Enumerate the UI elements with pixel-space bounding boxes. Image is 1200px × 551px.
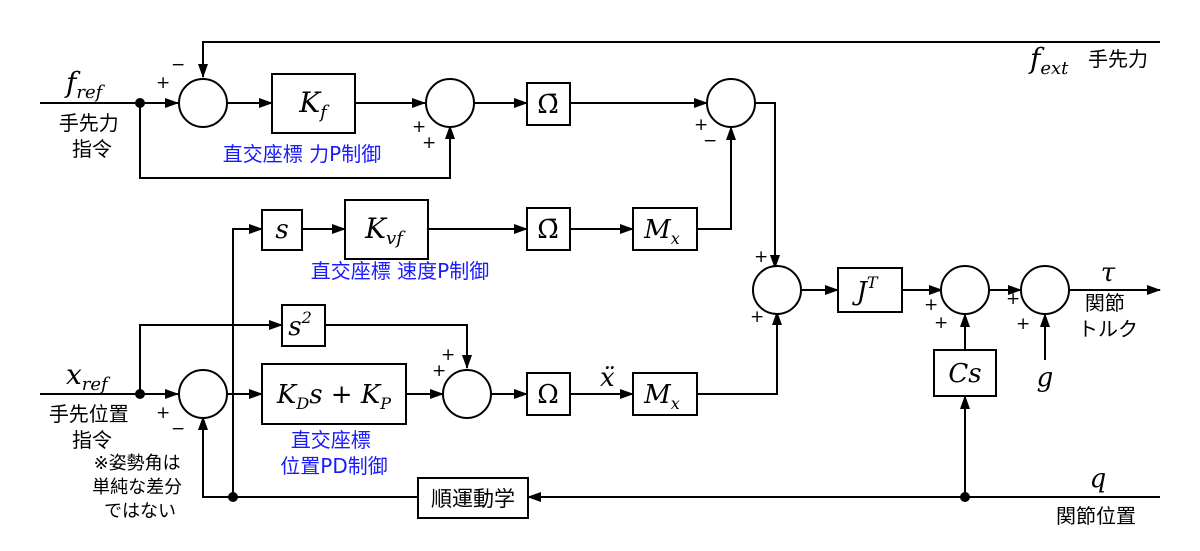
svg-text:+: +	[924, 295, 938, 315]
caption-position-pd: 直交座標 位置PD制御	[280, 428, 387, 478]
svg-text:+: +	[1006, 289, 1020, 309]
svg-text:Ω̄: Ω̄	[537, 215, 559, 245]
sum-friction	[940, 265, 990, 315]
svg-text:KDs + KP: KDs + KP	[276, 380, 391, 413]
summing-junctions	[178, 78, 1070, 419]
note-text: ※姿勢角は 単純な差分 ではない	[92, 453, 188, 522]
f-ext-label: 手先力	[1088, 47, 1148, 71]
svg-text:Kvf: Kvf	[364, 212, 406, 249]
svg-text:+: +	[441, 345, 455, 365]
sum-gravity	[1020, 265, 1070, 315]
signal-xddot: ẍ	[600, 363, 615, 393]
signal-g: g	[1037, 363, 1054, 393]
block-omega-bar-top: Ω̄	[526, 82, 571, 126]
svg-text:Mx: Mx	[643, 215, 680, 248]
caption-force-p: 直交座標 力P制御	[223, 142, 381, 166]
signal-tau: τ	[1101, 258, 1116, 288]
svg-text:+: +	[750, 307, 764, 327]
block-Mx-bottom: Mx	[632, 372, 698, 416]
svg-text:s2: s2	[288, 308, 312, 342]
junction-dots	[135, 98, 970, 502]
svg-text:+: +	[1016, 314, 1030, 334]
svg-text:+: +	[694, 115, 708, 135]
sum-cartesian	[752, 265, 802, 315]
svg-text:Ω: Ω	[537, 380, 559, 410]
svg-text:s: s	[275, 215, 288, 245]
block-pd-controller: KDs + KP	[261, 363, 407, 425]
svg-text:+: +	[934, 313, 948, 333]
svg-text:+: +	[156, 403, 170, 423]
block-s: s	[261, 209, 303, 251]
signal-f-ref: fref	[64, 66, 106, 103]
svg-text:−: −	[171, 55, 185, 75]
caption-velocity-p: 直交座標 速度P制御	[311, 259, 489, 283]
svg-text:+: +	[422, 133, 436, 153]
sum-accel	[442, 369, 492, 419]
signal-x-ref: xref	[66, 358, 111, 395]
svg-text:JT: JT	[851, 273, 878, 307]
block-JT: JT	[837, 267, 903, 313]
block-forward-kinematics: 順運動学	[417, 477, 529, 519]
block-Kvf: Kvf	[344, 199, 429, 260]
pos-ref-label: 手先位置 指令	[49, 402, 135, 452]
sum-force-ff	[425, 78, 475, 128]
svg-text:順運動学: 順運動学	[431, 487, 515, 511]
svg-text:Cs: Cs	[948, 359, 981, 389]
signal-wires	[40, 41, 1161, 502]
block-Kf: Kf	[271, 73, 356, 134]
svg-text:−: −	[703, 131, 717, 151]
svg-text:+: +	[754, 247, 768, 267]
svg-text:+: +	[412, 117, 426, 137]
sum-signs: + − + + + − + − + + + + + + + +	[156, 55, 1030, 439]
block-omega-bottom: Ω	[526, 372, 571, 416]
signal-q: q	[1090, 464, 1107, 494]
sum-top-right	[706, 78, 756, 128]
svg-text:+: +	[432, 361, 446, 381]
q-label: 関節位置	[1056, 504, 1136, 528]
force-ref-label: 手先力 指令	[59, 111, 125, 161]
svg-text:Mx: Mx	[643, 380, 680, 413]
svg-text:+: +	[156, 73, 170, 93]
svg-text:Ω̄: Ω̄	[537, 90, 559, 120]
sum-position-error	[178, 369, 228, 419]
block-omega-bar-mid: Ω̄	[526, 207, 571, 251]
sum-force-error	[178, 78, 228, 128]
block-s-squared: s2	[281, 304, 326, 347]
block-Cs: Cs	[933, 349, 997, 397]
block-Mx-mid: Mx	[632, 207, 698, 251]
signal-f-ext: fext	[1028, 42, 1069, 79]
svg-text:−: −	[171, 419, 185, 439]
tau-label: 関節 トルク	[1078, 291, 1138, 341]
